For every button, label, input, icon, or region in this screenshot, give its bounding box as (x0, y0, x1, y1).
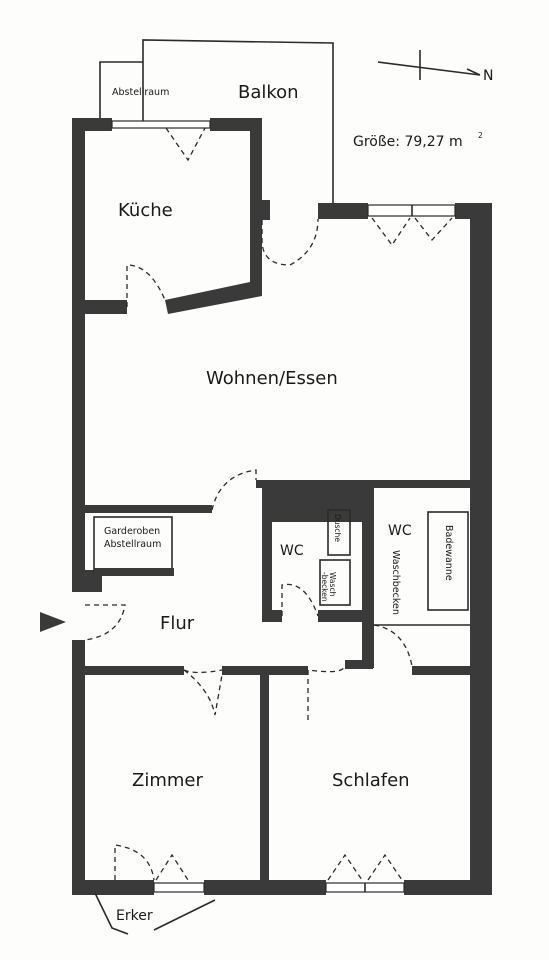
room-label-balkon: Balkon (238, 82, 299, 103)
room-label-wc-1: WC (280, 543, 304, 559)
balcony-outline (99, 39, 334, 205)
room-label-flur: Flur (160, 613, 195, 634)
room-label-garderobe-2: Abstellraum (104, 539, 161, 550)
windows (111, 120, 456, 893)
exterior-walls (72, 118, 492, 895)
room-label-badewanne: Badewanne (443, 525, 454, 581)
room-label-schlafen: Schlafen (332, 770, 410, 791)
doors (84, 127, 453, 935)
room-label-dusche: Dusche (333, 514, 342, 542)
room-label-waschbecken-small-1: Wasch (328, 572, 337, 597)
room-label-waschbecken: Waschbecken (390, 550, 401, 615)
entrance-arrow-icon (40, 612, 66, 632)
room-label-kueche: Küche (118, 200, 173, 221)
room-label-wohnen: Wohnen/Essen (206, 368, 338, 389)
area-superscript: 2 (478, 131, 483, 140)
room-label-waschbecken-small-2: -becken (320, 572, 329, 602)
room-label-zimmer: Zimmer (132, 770, 203, 791)
room-label-erker: Erker (116, 908, 153, 924)
room-label-abstellraum: Abstellraum (112, 87, 169, 98)
room-label-wc-2: WC (388, 523, 412, 539)
area-label: Größe: 79,27 m (353, 134, 463, 150)
compass-north-icon (377, 50, 481, 80)
interior-walls (72, 282, 472, 888)
compass-label: N (483, 68, 493, 84)
room-label-garderobe-1: Garderoben (104, 526, 160, 537)
